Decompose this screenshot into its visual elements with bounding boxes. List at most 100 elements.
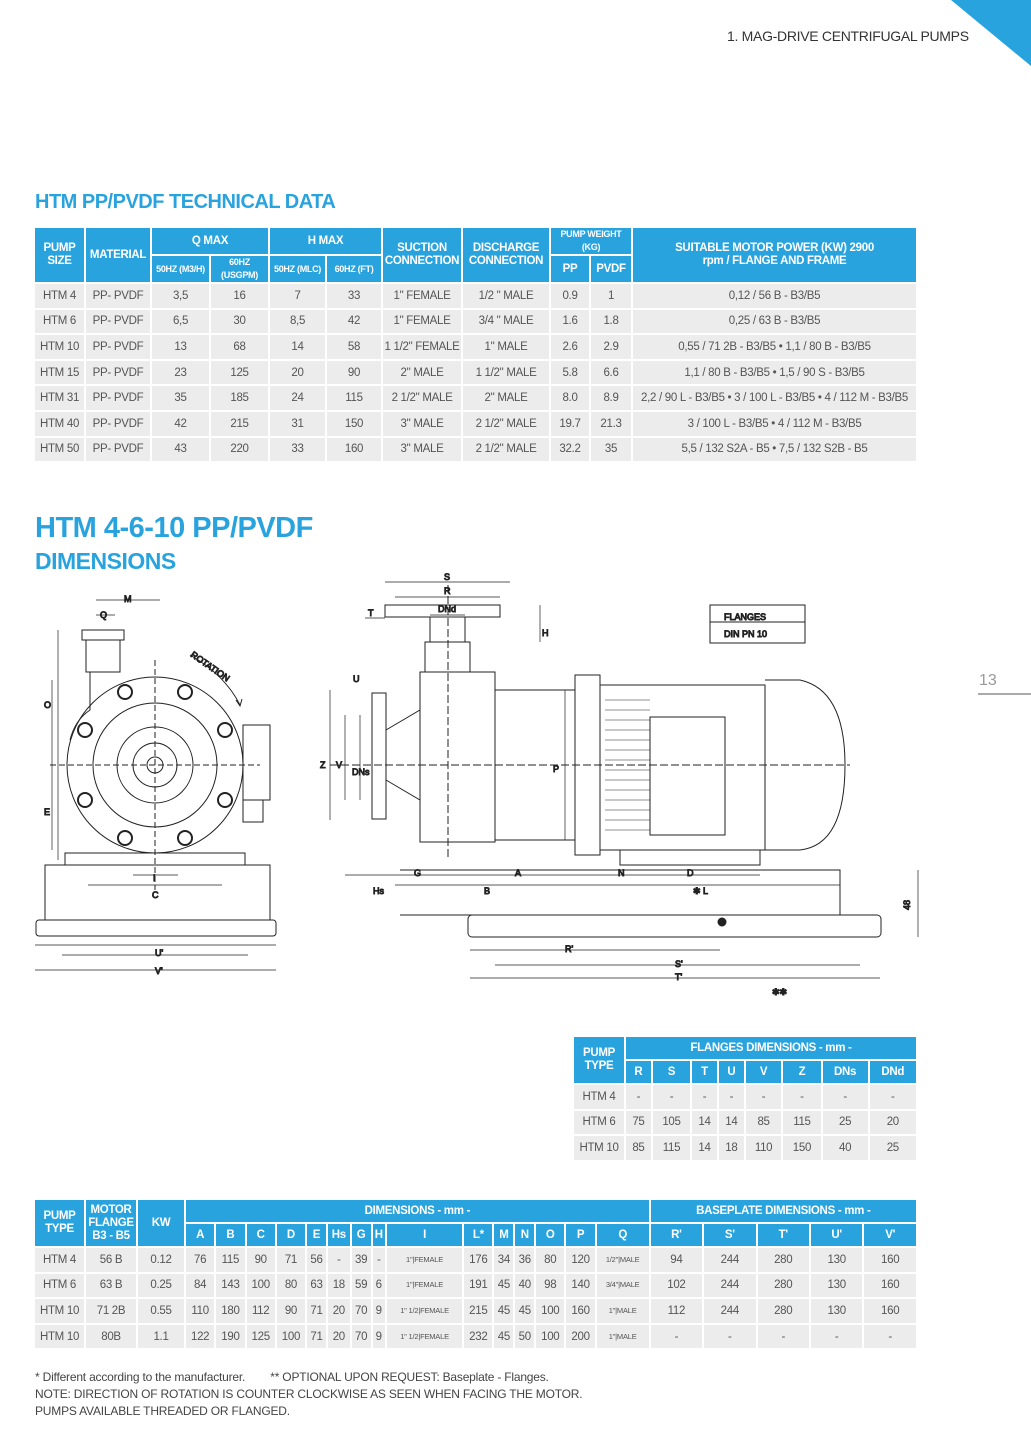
table-cell: 20 <box>270 360 325 385</box>
col-motor: SUITABLE MOTOR POWER (KW) 2900 rpm / FLA… <box>633 228 916 282</box>
label-s: S <box>444 572 450 582</box>
table-cell: 85 <box>745 1110 782 1135</box>
table-cell: 16 <box>211 284 268 308</box>
table-cell: 190 <box>216 1324 245 1349</box>
table-cell: 1,1 / 80 B - B3/B5 • 1,5 / 90 S - B3/B5 <box>633 360 916 385</box>
table-cell: HTM 50 <box>35 437 84 462</box>
label-h: H <box>542 628 549 638</box>
col-h-max: H MAX <box>270 228 381 254</box>
table-cell: 35 <box>152 386 209 410</box>
table-cell: 2.9 <box>591 335 631 359</box>
table-cell: 14 <box>692 1110 717 1135</box>
col-q50: 50HZ (M3/H) <box>152 256 209 282</box>
table-cell: 75 <box>626 1110 651 1135</box>
table-cell: 8.9 <box>591 386 631 410</box>
table-cell: 43 <box>152 437 209 462</box>
table-cell: 0,55 / 71 2B - B3/B5 • 1,1 / 80 B - B3/B… <box>633 335 916 359</box>
col-header: T' <box>757 1224 809 1246</box>
col-header: DNs <box>822 1061 868 1083</box>
table-cell: 140 <box>566 1273 595 1298</box>
rotation-label: ROTATION <box>189 649 232 683</box>
table-cell: - <box>822 1085 868 1109</box>
label-u: U <box>353 674 360 684</box>
table-cell: HTM 6 <box>35 1273 84 1298</box>
table-cell: 24 <box>270 386 325 410</box>
table-cell: 45 <box>494 1324 514 1349</box>
table-cell: 36 <box>515 1248 535 1272</box>
table-cell: 2 1/2" MALE <box>463 411 549 436</box>
table-cell: 2.6 <box>551 335 589 359</box>
dimensions-table: PUMP TYPE MOTOR FLANGE B3 - B5 KW DIMENS… <box>33 1198 918 1350</box>
table-cell: - <box>757 1324 809 1349</box>
label-i: I <box>153 873 156 883</box>
connection-cell: 1"|FEMALE <box>386 1248 463 1272</box>
table-cell: 63 B <box>86 1273 136 1298</box>
label-u-prime: U' <box>155 948 163 958</box>
table-cell: 30 <box>211 309 268 334</box>
table-row: HTM 4-------- <box>574 1085 916 1109</box>
col-motor-flange: MOTOR FLANGE B3 - B5 <box>86 1200 136 1246</box>
table-cell: 33 <box>327 284 381 308</box>
label-b: B <box>484 886 490 896</box>
table-cell: 85 <box>626 1136 651 1160</box>
table-cell: 280 <box>757 1248 809 1272</box>
section-header: 1. MAG-DRIVE CENTRIFUGAL PUMPS <box>727 28 969 44</box>
table-cell: 112 <box>650 1299 703 1323</box>
connection-cell: 1"|MALE <box>596 1299 649 1323</box>
table-cell: 9 <box>372 1299 385 1323</box>
table-cell: 0.25 <box>138 1273 184 1298</box>
table-cell: 80B <box>86 1324 136 1349</box>
table-cell: HTM 10 <box>35 335 84 359</box>
col-header: Q <box>596 1224 649 1246</box>
table-cell: 80 <box>536 1248 565 1272</box>
table-cell: - <box>745 1085 782 1109</box>
table-cell: 90 <box>276 1299 306 1323</box>
table-cell: 115 <box>783 1110 821 1135</box>
table-cell: 0.9 <box>551 284 589 308</box>
table-cell: 0,12 / 56 B - B3/B5 <box>633 284 916 308</box>
tech-data-title: HTM PP/PVDF TECHNICAL DATA <box>35 191 336 213</box>
table-cell: 143 <box>216 1273 245 1298</box>
table-cell: HTM 15 <box>35 360 84 385</box>
table-cell: 110 <box>745 1136 782 1160</box>
col-header: D <box>276 1224 306 1246</box>
table-cell: 90 <box>327 360 381 385</box>
table-cell: 160 <box>864 1273 916 1298</box>
col-discharge: DISCHARGE CONNECTION <box>463 228 549 282</box>
table-cell: 1" FEMALE <box>383 309 461 334</box>
technical-data-table: PUMP SIZE MATERIAL Q MAX H MAX SUCTION C… <box>33 226 918 463</box>
table-cell: 14 <box>718 1110 744 1135</box>
corner-accent <box>951 0 1031 66</box>
table-cell: 31 <box>270 411 325 436</box>
table-cell: HTM 4 <box>35 284 84 308</box>
table-cell: 215 <box>464 1299 493 1323</box>
table-cell: 100 <box>246 1273 275 1298</box>
table-cell: 5.8 <box>551 360 589 385</box>
connection-cell: 1/2"|MALE <box>596 1248 649 1272</box>
col-header: M <box>494 1224 514 1246</box>
table-cell: 102 <box>650 1273 703 1298</box>
table-cell: 90 <box>246 1248 275 1272</box>
table-cell: 19.7 <box>551 411 589 436</box>
connection-cell: 1"|FEMALE <box>386 1273 463 1298</box>
page-number-rule <box>978 693 1031 695</box>
col-pump-type: PUMP TYPE <box>574 1037 624 1083</box>
col-header: U' <box>810 1224 863 1246</box>
table-cell: PP- PVDF <box>86 335 150 359</box>
label-v-prime: V' <box>155 966 163 976</box>
table-cell: 6.6 <box>591 360 631 385</box>
table-cell: PP- PVDF <box>86 437 150 462</box>
table-cell: 3/4 " MALE <box>463 309 549 334</box>
col-header: C <box>246 1224 275 1246</box>
col-header: L* <box>464 1224 493 1246</box>
table-cell: 5,5 / 132 S2A - B5 • 7,5 / 132 S2B - B5 <box>633 437 916 462</box>
label-r: R <box>444 586 451 596</box>
table-cell: 13 <box>152 335 209 359</box>
table-cell: 1.1 <box>138 1324 184 1349</box>
table-cell: 9 <box>372 1324 385 1349</box>
